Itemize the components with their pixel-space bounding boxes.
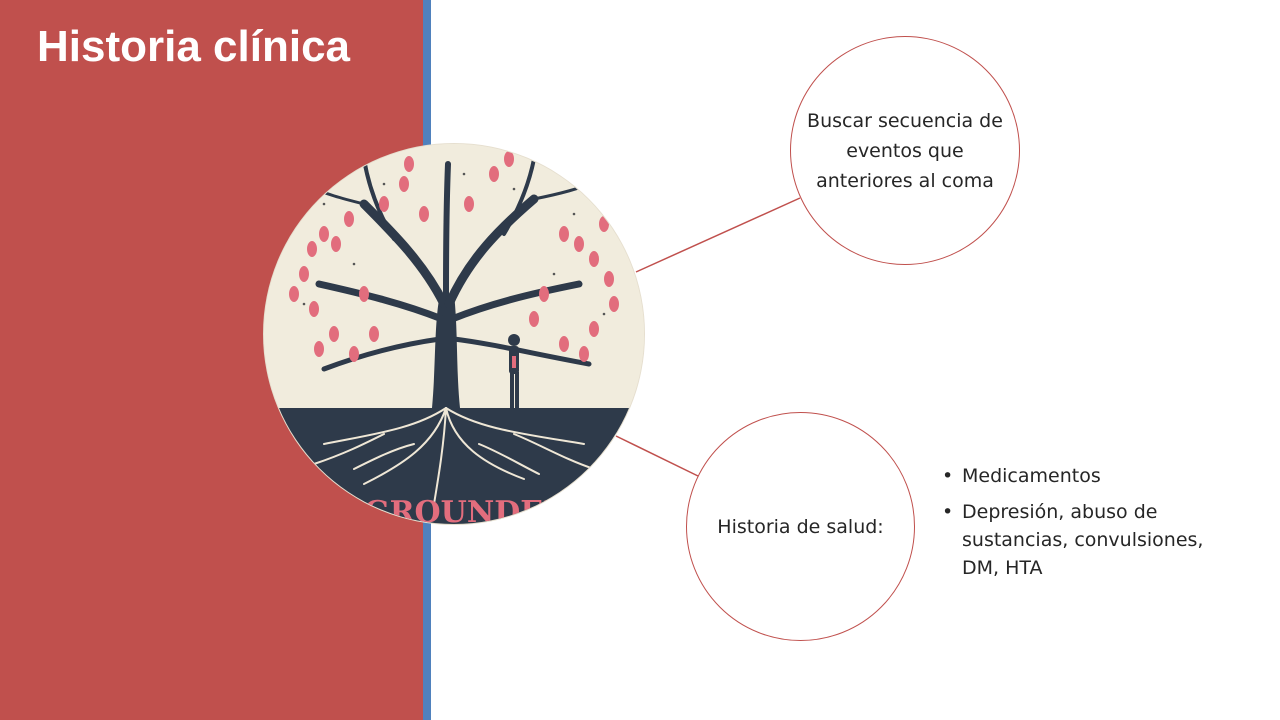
node-circle-bottom: Historia de salud: (686, 412, 915, 641)
slide-title: Historia clínica (37, 22, 351, 71)
connector-line-bottom (615, 435, 699, 477)
node-text-bottom: Historia de salud: (717, 515, 884, 538)
bullet-list: Medicamentos Depresión, abuso de sustanc… (940, 462, 1240, 590)
node-text-top: Buscar secuencia de eventos que anterior… (807, 109, 1003, 192)
tree-roots-illustration-icon: GROUNDED (264, 144, 644, 524)
bullet-item: Depresión, abuso de sustancias, convulsi… (940, 498, 1240, 582)
bullet-item: Medicamentos (940, 462, 1240, 490)
connector-line-top (635, 197, 801, 273)
tree-illustration: GROUNDED (264, 144, 644, 524)
node-circle-top: Buscar secuencia de eventos que anterior… (790, 36, 1020, 265)
